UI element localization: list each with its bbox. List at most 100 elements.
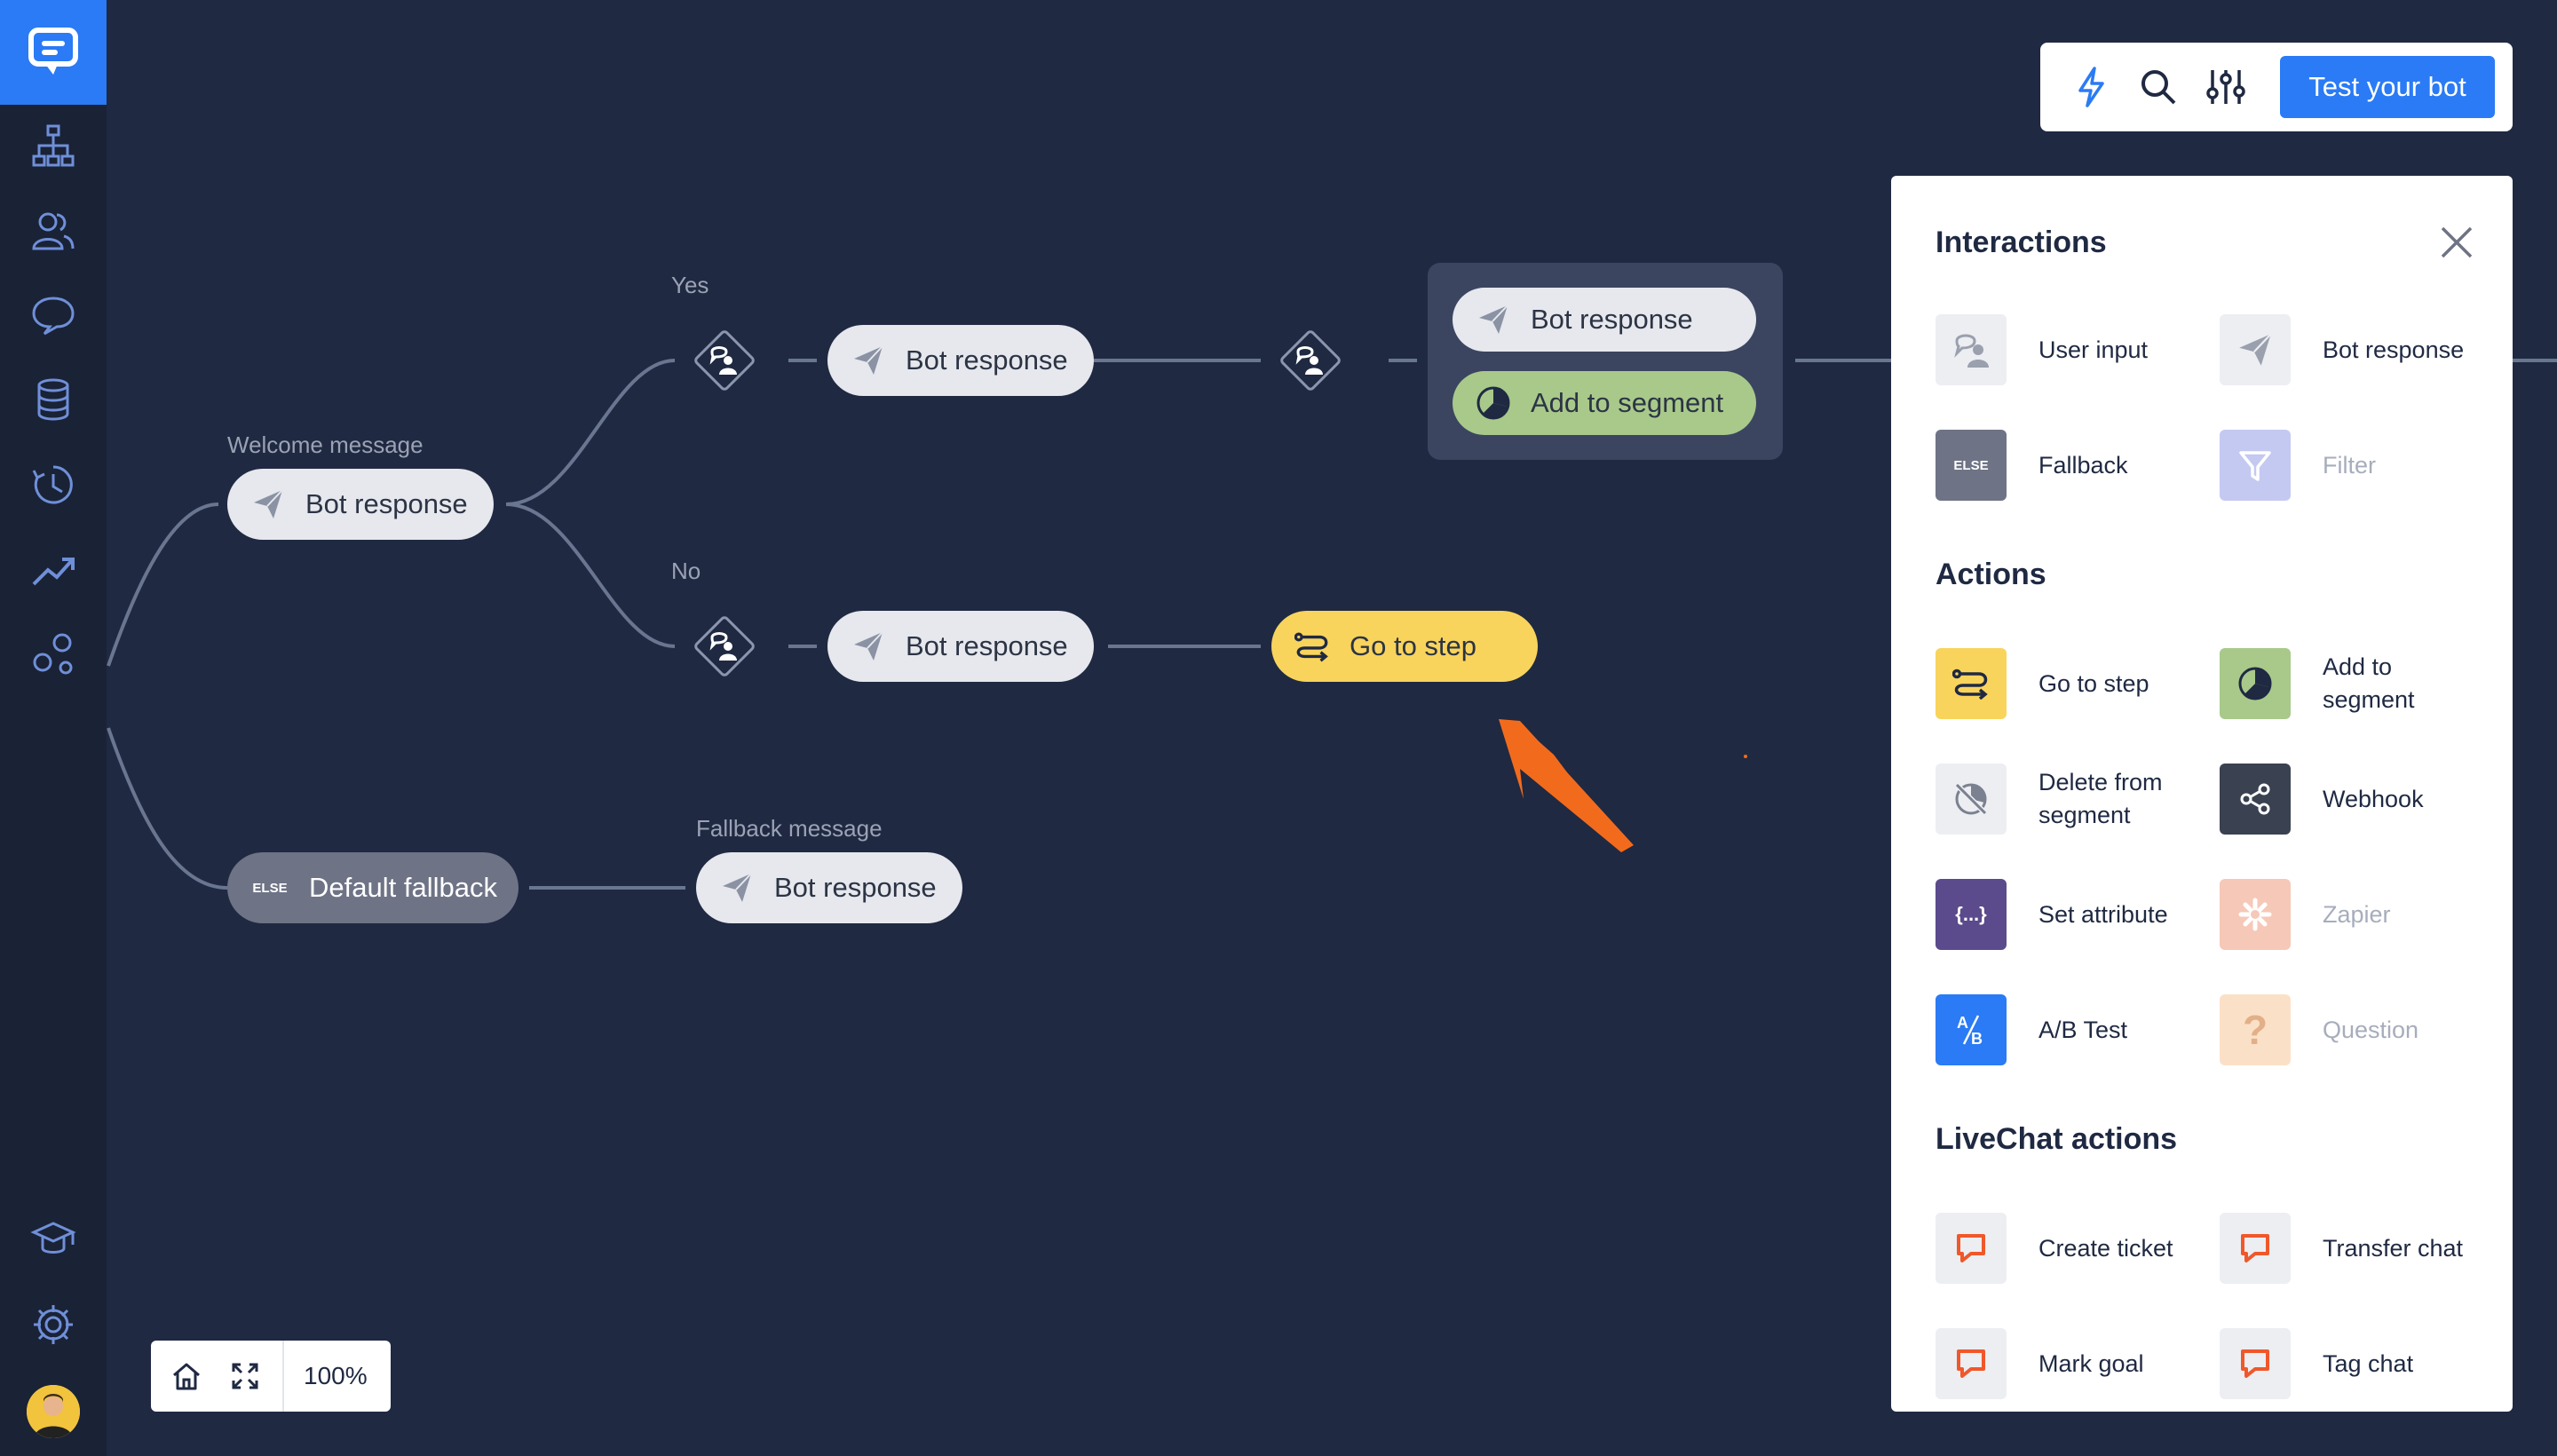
interactions-title: Interactions [1936, 226, 2107, 259]
delete-segment-icon [1936, 764, 2007, 835]
segment-icon [1476, 385, 1511, 421]
webhook-icon [2220, 764, 2291, 835]
add-to-segment-node[interactable]: Add to segment [1453, 371, 1756, 435]
top-toolbar: Test your bot [2040, 43, 2513, 131]
zoom-level[interactable]: 100% [304, 1362, 368, 1389]
welcome-bot-response-node[interactable]: Bot response [227, 469, 494, 540]
fallback-item[interactable]: ELSE Fallback [1936, 430, 2128, 501]
actions-title: Actions [1936, 558, 2046, 591]
svg-text:B: B [1971, 1030, 1983, 1048]
user-input-icon [694, 616, 755, 677]
livechat-actions-title: LiveChat actions [1936, 1122, 2178, 1156]
item-label: Add to segment [2323, 653, 2415, 713]
livechat-icon [1936, 1213, 2007, 1284]
livechat-icon [2220, 1328, 2291, 1399]
sliders-icon[interactable] [2204, 65, 2248, 109]
else-icon: ELSE [1936, 430, 2007, 501]
question-item[interactable]: ? Question [2220, 994, 2418, 1065]
paper-plane-icon [851, 629, 886, 664]
paper-plane-icon [851, 343, 886, 378]
group-bot-response-node[interactable]: Bot response [1453, 288, 1756, 352]
user-avatar[interactable] [27, 1385, 80, 1438]
go-to-step-item[interactable]: Go to step [1936, 648, 2149, 719]
item-label: Mark goal [2038, 1349, 2144, 1377]
user-input-item[interactable]: User input [1936, 314, 2148, 385]
paper-plane-icon [719, 870, 755, 906]
livechat-icon [1936, 1328, 2007, 1399]
mark-goal-item[interactable]: Mark goal [1936, 1328, 2144, 1399]
node-label: Bot response [305, 488, 468, 519]
history-nav-icon[interactable] [27, 458, 80, 511]
bot-response-item[interactable]: Bot response [2220, 314, 2464, 385]
fallback-message-label: Fallback message [696, 815, 883, 842]
item-label: Zapier [2323, 900, 2391, 928]
user-input-icon [694, 330, 755, 391]
svg-text:A: A [1957, 1014, 1968, 1032]
yes-bot-response-node[interactable]: Bot response [827, 325, 1094, 396]
paper-plane-icon [1476, 302, 1511, 337]
go-to-step-icon [1936, 648, 2007, 719]
paper-plane-icon [2220, 314, 2291, 385]
user-input-node[interactable] [1275, 325, 1346, 396]
academy-nav-icon[interactable] [27, 1213, 80, 1266]
close-icon[interactable] [2436, 222, 2477, 263]
welcome-message-label: Welcome message [227, 431, 424, 458]
user-input-node[interactable] [689, 325, 760, 396]
integrations-nav-icon[interactable] [27, 627, 80, 680]
sidebar [0, 0, 107, 1456]
paper-plane-icon [250, 487, 286, 522]
users-nav-icon[interactable] [27, 204, 80, 257]
transfer-chat-item[interactable]: Transfer chat [2220, 1213, 2463, 1284]
segment-icon [2220, 648, 2291, 719]
item-label: A/B Test [2038, 1016, 2128, 1043]
chat-logo-icon [28, 28, 78, 75]
fit-screen-icon[interactable] [227, 1358, 263, 1394]
item-label: Fallback [2038, 451, 2128, 479]
home-icon[interactable] [169, 1358, 204, 1394]
attribute-icon: {...} [1936, 879, 2007, 950]
node-label: Default fallback [309, 872, 497, 903]
item-label: Transfer chat [2323, 1234, 2464, 1262]
test-your-bot-button[interactable]: Test your bot [2280, 56, 2495, 118]
zapier-icon [2220, 879, 2291, 950]
no-bot-response-node[interactable]: Bot response [827, 611, 1094, 682]
default-fallback-node[interactable]: ELSE Default fallback [227, 852, 519, 923]
node-label: Bot response [906, 630, 1068, 661]
livechat-icon [2220, 1213, 2291, 1284]
lightning-icon[interactable] [2069, 65, 2113, 109]
item-label: Delete from segment [2038, 769, 2163, 828]
item-label: Tag chat [2323, 1349, 2414, 1377]
node-label: Go to step [1350, 630, 1477, 661]
delete-from-segment-item[interactable]: Delete from segment [1936, 764, 2189, 835]
add-to-segment-item[interactable]: Add to segment [2220, 648, 2465, 719]
settings-nav-icon[interactable] [27, 1298, 80, 1351]
user-input-node[interactable] [689, 611, 760, 682]
training-nav-icon[interactable] [27, 288, 80, 341]
chatbot-logo[interactable] [0, 0, 107, 105]
item-label: Go to step [2038, 669, 2149, 697]
item-label: Filter [2323, 451, 2376, 479]
reports-nav-icon[interactable] [27, 542, 80, 595]
fallback-bot-response-node[interactable]: Bot response [696, 852, 962, 923]
set-attribute-item[interactable]: {...} Set attribute [1936, 879, 2168, 950]
item-label: Question [2323, 1016, 2419, 1043]
else-icon: ELSE [252, 880, 288, 896]
tag-chat-item[interactable]: Tag chat [2220, 1328, 2413, 1399]
zapier-item[interactable]: Zapier [2220, 879, 2391, 950]
go-to-step-node[interactable]: Go to step [1271, 611, 1538, 682]
node-label: Bot response [1531, 304, 1693, 335]
search-icon[interactable] [2136, 65, 2181, 109]
webhook-item[interactable]: Webhook [2220, 764, 2424, 835]
node-label: Bot response [774, 872, 937, 903]
filter-item[interactable]: Filter [2220, 430, 2376, 501]
create-ticket-item[interactable]: Create ticket [1936, 1213, 2173, 1284]
interactions-panel: Interactions User input Bot response ELS… [1891, 176, 2513, 1412]
user-input-icon [1936, 314, 2007, 385]
no-branch-label: No [671, 558, 701, 584]
database-nav-icon[interactable] [27, 373, 80, 426]
node-label: Bot response [906, 344, 1068, 376]
user-input-icon [1280, 330, 1341, 391]
stories-nav-icon[interactable] [27, 119, 80, 172]
